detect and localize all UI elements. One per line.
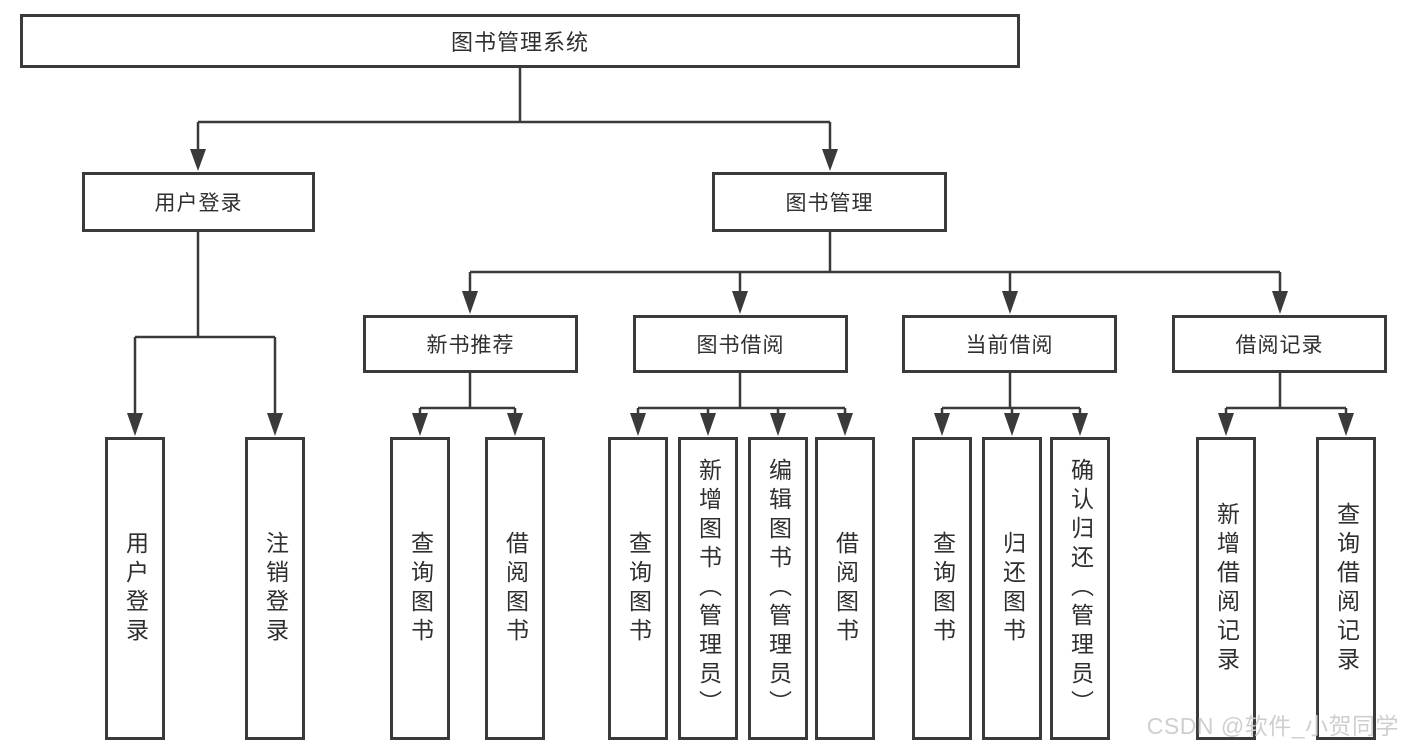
leaf-current-confirm-return-admin: 确认归还（管理员）	[1050, 437, 1110, 740]
leaf-borrowing-query-books: 查询图书	[608, 437, 668, 740]
leaf-label: 确认归还（管理员）	[1067, 458, 1094, 719]
leaf-label: 借阅图书	[832, 530, 859, 647]
leaf-borrowing-edit-books-admin: 编辑图书（管理员）	[748, 437, 808, 740]
leaf-label: 用户登录	[122, 530, 149, 647]
leaf-current-query-books: 查询图书	[912, 437, 972, 740]
leaf-logout: 注销登录	[245, 437, 305, 740]
node-label: 图书管理	[785, 192, 874, 215]
leaf-label: 查询借阅记录	[1333, 501, 1360, 676]
node-current-borrowing: 当前借阅	[902, 315, 1117, 373]
node-book-management: 图书管理	[712, 172, 947, 232]
node-label: 借阅记录	[1235, 334, 1324, 357]
leaf-label: 注销登录	[262, 530, 289, 647]
leaf-records-add-record: 新增借阅记录	[1196, 437, 1256, 740]
node-label: 图书管理系统	[450, 30, 589, 55]
leaf-user-login: 用户登录	[105, 437, 165, 740]
node-book-borrowing: 图书借阅	[633, 315, 848, 373]
leaf-records-query-record: 查询借阅记录	[1316, 437, 1376, 740]
csdn-watermark: CSDN @软件_小贺同学	[1146, 713, 1399, 739]
leaf-label: 新增图书（管理员）	[695, 458, 722, 719]
node-borrowing-records: 借阅记录	[1172, 315, 1387, 373]
node-label: 图书借阅	[696, 334, 785, 357]
leaf-label: 借阅图书	[502, 530, 529, 647]
leaf-current-return-books: 归还图书	[982, 437, 1042, 740]
leaf-borrowing-borrow-books: 借阅图书	[815, 437, 875, 740]
leaf-label: 编辑图书（管理员）	[765, 458, 792, 719]
leaf-borrowing-add-books-admin: 新增图书（管理员）	[678, 437, 738, 740]
node-user-login: 用户登录	[82, 172, 315, 232]
leaf-label: 查询图书	[929, 530, 956, 647]
node-system-root: 图书管理系统	[20, 14, 1020, 68]
node-label: 用户登录	[154, 192, 243, 215]
leaf-label: 归还图书	[999, 530, 1026, 647]
arrowheads	[127, 149, 1354, 436]
node-label: 新书推荐	[426, 334, 515, 357]
leaf-newbook-query-books: 查询图书	[390, 437, 450, 740]
leaf-label: 新增借阅记录	[1213, 501, 1240, 676]
leaf-label: 查询图书	[625, 530, 652, 647]
node-new-book-recommendation: 新书推荐	[363, 315, 578, 373]
node-label: 当前借阅	[965, 334, 1054, 357]
leaf-newbook-borrow-books: 借阅图书	[485, 437, 545, 740]
leaf-label: 查询图书	[407, 530, 434, 647]
